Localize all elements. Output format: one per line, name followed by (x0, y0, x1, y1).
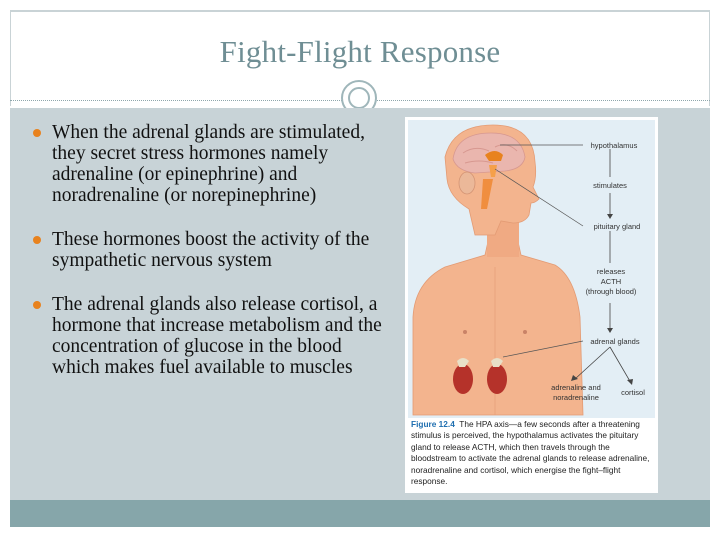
flow-label-releases: releases (596, 267, 626, 276)
figure-caption: Figure 12.4 The HPA axis—a few seconds a… (411, 419, 655, 487)
left-frame-line (10, 10, 11, 106)
bullet-item: When the adrenal glands are stimulated, … (32, 122, 392, 206)
bullet-dot-icon (33, 301, 41, 309)
flow-label-pituitary: pituitary gland (593, 222, 641, 231)
bullet-list: When the adrenal glands are stimulated, … (32, 122, 392, 401)
flow-label-acth: ACTH (600, 277, 622, 286)
right-frame-line (709, 10, 710, 106)
human-body-illustration (412, 124, 633, 416)
flow-label-adrenal-glands: adrenal glands (590, 337, 640, 346)
slide-title: Fight-Flight Response (219, 34, 501, 69)
flow-label-cortisol: cortisol (621, 388, 645, 397)
hpa-axis-figure: hypothalamus stimulates pituitary gland … (405, 117, 658, 493)
flow-label-adrenaline: adrenaline and (551, 383, 601, 392)
figure-caption-text: The HPA axis—a few seconds after a threa… (411, 419, 650, 487)
figure-caption-label: Figure 12.4 (411, 419, 455, 429)
bullet-dot-icon (33, 129, 41, 137)
flow-label-hypothalamus: hypothalamus (590, 141, 638, 150)
flow-label-stimulates: stimulates (593, 181, 627, 190)
top-frame-line (10, 10, 710, 12)
bullet-item: The adrenal glands also release cortisol… (32, 294, 392, 378)
footer-bar (10, 500, 710, 527)
flow-label-through-blood: (through blood) (585, 287, 637, 296)
bullet-dot-icon (33, 236, 41, 244)
bullet-item: These hormones boost the activity of the… (32, 229, 392, 271)
flow-label-noradrenaline: noradrenaline (553, 393, 599, 402)
